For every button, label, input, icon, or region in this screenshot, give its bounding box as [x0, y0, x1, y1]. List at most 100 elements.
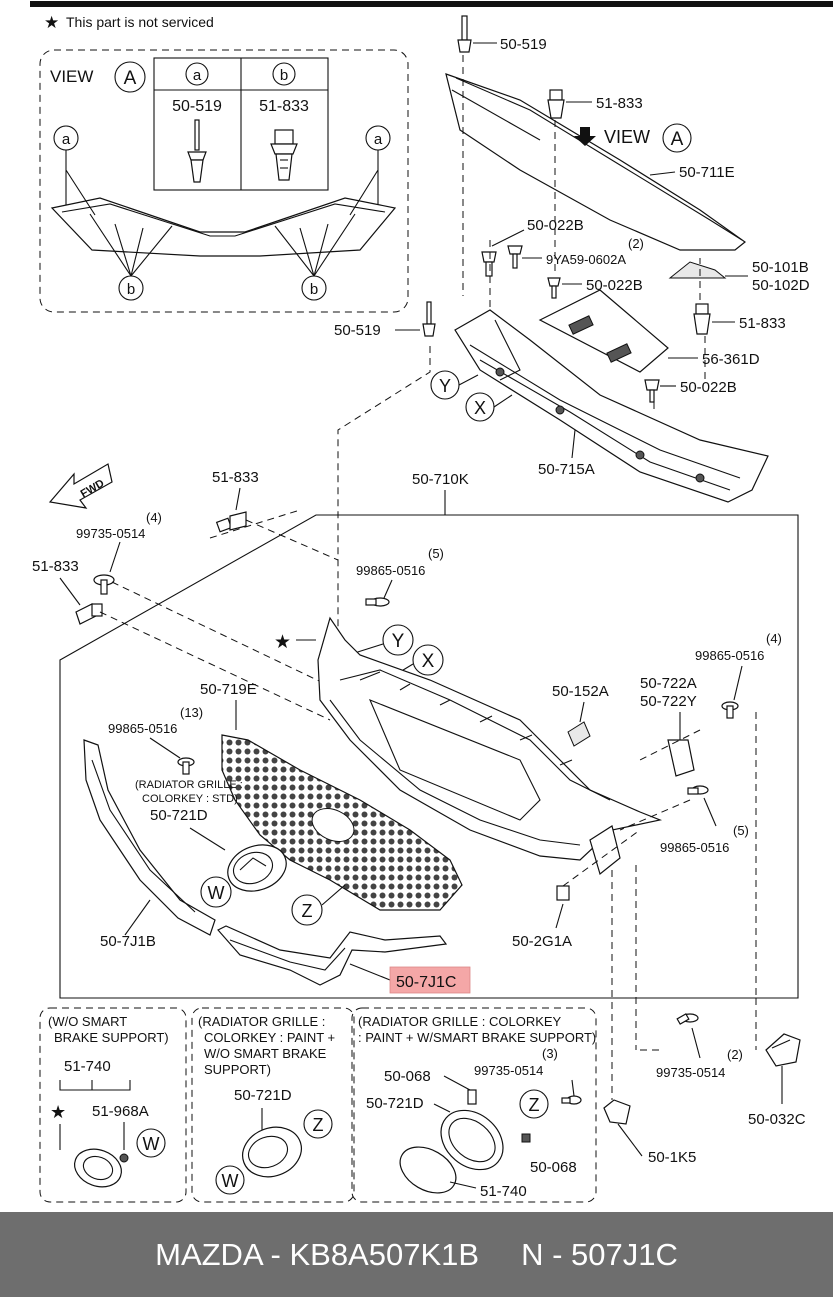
part-label: 50-022B	[680, 379, 737, 396]
upper-bracket-50-715A	[454, 309, 769, 503]
part-label: 50-032C	[748, 1111, 806, 1128]
emblem-base-50-721D	[227, 844, 287, 892]
part-label: 56-361D	[702, 351, 760, 368]
star-mark: ★	[274, 632, 291, 653]
bracket-50-101B	[668, 261, 727, 279]
bolt-50-022B-b	[547, 277, 561, 299]
screw-99865-right	[721, 701, 739, 719]
callout-b-left: b	[127, 281, 135, 298]
part-label: 50-7J1B	[100, 933, 156, 950]
part-label: 50-022B	[527, 217, 584, 234]
svg-text:VIEW: VIEW	[604, 127, 650, 147]
svg-text:SUPPORT): SUPPORT)	[204, 1062, 271, 1077]
svg-text:BRAKE SUPPORT): BRAKE SUPPORT)	[54, 1030, 169, 1045]
parts-diagram: ★ This part is not serviced VIEW A a b 5…	[30, 1, 833, 1203]
part-label: 50-1K5	[648, 1149, 696, 1166]
col-b-letter: b	[280, 67, 288, 84]
clip-50-1K5	[603, 1099, 631, 1125]
part-qty: (4)	[146, 510, 162, 525]
svg-text:A: A	[671, 129, 684, 150]
view-a-panel: VIEW A a b 50-519 51-833 a a	[39, 49, 409, 313]
footer-part-number: MAZDA - KB8A507K1B	[155, 1236, 480, 1272]
label-panel-56-361D	[538, 289, 669, 373]
clip-50-2G1A	[556, 885, 570, 901]
push-clip-icon	[270, 129, 298, 181]
clip-50-152A	[567, 721, 591, 747]
view-a-title: VIEW	[50, 67, 93, 86]
screw-99865-left	[177, 757, 195, 775]
svg-text:Z: Z	[313, 1115, 324, 1135]
callout-y-top: Y	[439, 376, 451, 396]
option-box-1: (W/O SMART BRAKE SUPPORT) 51-740 ★ 51-96…	[39, 1007, 187, 1203]
svg-text:W: W	[143, 1134, 160, 1154]
part-label: 51-833	[739, 315, 786, 332]
callout-a-right: a	[374, 131, 383, 148]
svg-text:W: W	[222, 1171, 239, 1191]
part-qty: (13)	[180, 705, 203, 720]
part-label: 50-715A	[538, 461, 595, 478]
part-qty: (4)	[766, 631, 782, 646]
footer-bar: MAZDA - KB8A507K1B N - 507J1C	[0, 1212, 833, 1297]
svg-text:★: ★	[50, 1102, 66, 1122]
col-a-letter: a	[193, 67, 202, 84]
bracket-50-722A	[667, 739, 695, 777]
svg-text:99735-0514: 99735-0514	[474, 1063, 543, 1078]
fwd-arrow: FWD	[48, 463, 113, 509]
option-box-2: (RADIATOR GRILLE : COLORKEY : PAINT + W/…	[191, 1007, 355, 1203]
bolt-50-022B-c	[644, 379, 660, 403]
part-label: 50-719E	[200, 681, 257, 698]
option-box-3: (RADIATOR GRILLE : COLORKEY : PAINT + W/…	[351, 1007, 597, 1203]
callout-x-top: X	[474, 398, 486, 418]
screw-99865-top	[365, 597, 390, 607]
col-b-part: 51-833	[259, 98, 309, 115]
part-label: COLORKEY : STD)	[142, 793, 238, 805]
callout-z-mid: Z	[302, 901, 313, 921]
clip-51-833-top	[547, 89, 565, 119]
part-label: 50-2G1A	[512, 933, 572, 950]
bracket-50-032C	[765, 1033, 801, 1067]
part-label: 51-833	[596, 95, 643, 112]
part-label: (RADIATOR GRILLE :	[135, 779, 243, 791]
svg-text:50-068: 50-068	[530, 1159, 577, 1176]
screw-99735-left	[93, 574, 115, 595]
part-label: 99865-0516	[695, 648, 764, 663]
clip-51-833-right	[693, 303, 711, 335]
part-label: 50-721D	[150, 807, 208, 824]
part-label: 99865-0516	[108, 721, 177, 736]
note-text: This part is not serviced	[66, 14, 214, 30]
part-qty: (5)	[428, 546, 444, 561]
highlight-box	[389, 966, 471, 994]
svg-text:Z: Z	[529, 1095, 540, 1115]
part-label: 50-722Y	[640, 693, 697, 710]
callout-w-mid: W	[208, 883, 225, 903]
part-label: 50-519	[334, 322, 381, 339]
part-label: 51-833	[212, 469, 259, 486]
svg-text:51-968A: 51-968A	[92, 1103, 149, 1120]
callout-x-mid: X	[422, 651, 435, 672]
part-label: 99865-0516	[356, 563, 425, 578]
svg-text:50-721D: 50-721D	[366, 1095, 424, 1112]
callout-b-right: b	[310, 281, 318, 298]
svg-text:: PAINT + W/SMART BRAKE SUPPOR: : PAINT + W/SMART BRAKE SUPPORT)	[358, 1030, 596, 1045]
bolt-9ya59	[507, 245, 523, 269]
view-arrow: VIEW A	[574, 123, 692, 153]
screw-99735-bottom	[676, 1013, 699, 1025]
assembly-frame	[59, 514, 799, 999]
part-label: 9YA59-0602A	[546, 252, 626, 267]
svg-text:W/O SMART BRAKE: W/O SMART BRAKE	[204, 1046, 327, 1061]
view-a-letter: A	[124, 68, 137, 89]
bolt-50-022B-a	[481, 251, 497, 277]
clip-51-833-lower-left	[75, 603, 103, 625]
part-label: 51-833	[32, 558, 79, 575]
svg-text:(W/O SMART: (W/O SMART	[48, 1014, 127, 1029]
pin-clip-icon	[187, 119, 207, 183]
svg-text:50-068: 50-068	[384, 1068, 431, 1085]
moulding-50-7J1C	[217, 925, 448, 986]
part-label: 50-102D	[752, 277, 810, 294]
part-qty: (5)	[733, 823, 749, 838]
clip-50-519-mid	[422, 301, 436, 337]
footer-part-code: N - 507J1C	[521, 1236, 678, 1272]
highlighted-part-label: 50-7J1C	[396, 974, 456, 991]
clip-50-519-top	[457, 15, 472, 53]
svg-text:51-740: 51-740	[64, 1058, 111, 1075]
